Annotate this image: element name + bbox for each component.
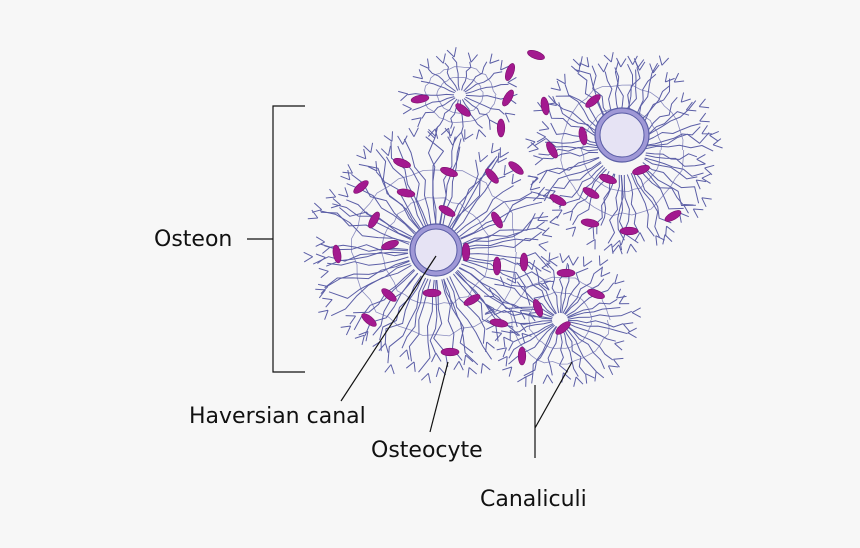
osteocyte-cell [396,188,416,198]
canaliculi-network [303,47,723,387]
haversian-canal-main [409,223,463,277]
osteocyte-cell [422,288,442,298]
osteocyte-cell [332,244,342,264]
osteocyte-cell [485,168,499,184]
osteocyte-cell [440,166,458,178]
haversian-canal-leader [340,255,437,402]
osteocyte-cell [599,173,617,185]
osteocyte-cell [361,313,377,327]
osteocyte-leader [429,361,449,433]
osteocyte-cell [632,164,650,176]
osteocyte-cell [496,118,506,138]
osteocyte-cell [587,288,605,300]
osteocyte-cell [381,239,399,251]
osteocyte-cell [455,103,471,117]
osteocyte-cell [549,194,567,206]
osteocyte-cell [555,321,571,335]
osteocyte-cell [502,89,514,107]
osteocyte-cell [463,294,481,306]
haversian-canals [409,107,650,277]
osteocyte-cell [580,218,600,228]
osteon-bracket [272,105,305,373]
osteocyte-cell [585,94,601,108]
osteocyte-cell [381,288,397,302]
osteocyte-cell [508,161,524,175]
upper-canaliculi [398,47,518,142]
osteocyte-cell [664,210,682,222]
leader-lines [247,105,573,458]
osteocyte-cell [492,256,502,276]
osteocyte-cell [368,211,380,229]
osteocyte-cell [578,126,588,146]
osteocyte-cell [353,180,369,194]
osteocytes [332,49,682,366]
osteocyte-cell [540,96,550,116]
label-osteon: Osteon [154,227,233,252]
osteocyte-cell [582,187,600,199]
osteocyte-cell [410,94,430,104]
osteocyte-cell [546,141,558,159]
haversian-canal-secondary [594,107,650,163]
canaliculi-leader [534,361,573,458]
osteocyte-cell [619,226,639,236]
osteocyte-cell [517,346,527,366]
osteocyte-cell [532,299,544,317]
osteocyte-cell [527,49,545,61]
osteocyte-cell [491,211,503,229]
osteocyte-cell [461,242,471,262]
label-osteocyte: Osteocyte [371,438,483,463]
osteocyte-cell [440,347,460,357]
osteocyte-cell [504,63,516,81]
osteocyte-cell [519,252,529,272]
osteocyte-cell [556,268,576,278]
secondary-osteon-canaliculi [525,52,723,255]
label-haversian-canal: Haversian canal [189,404,366,429]
label-canaliculi: Canaliculi [480,487,587,512]
osteocyte-cell [489,318,509,328]
osteocyte-cell [393,157,411,169]
osteocyte-cell [438,205,456,217]
